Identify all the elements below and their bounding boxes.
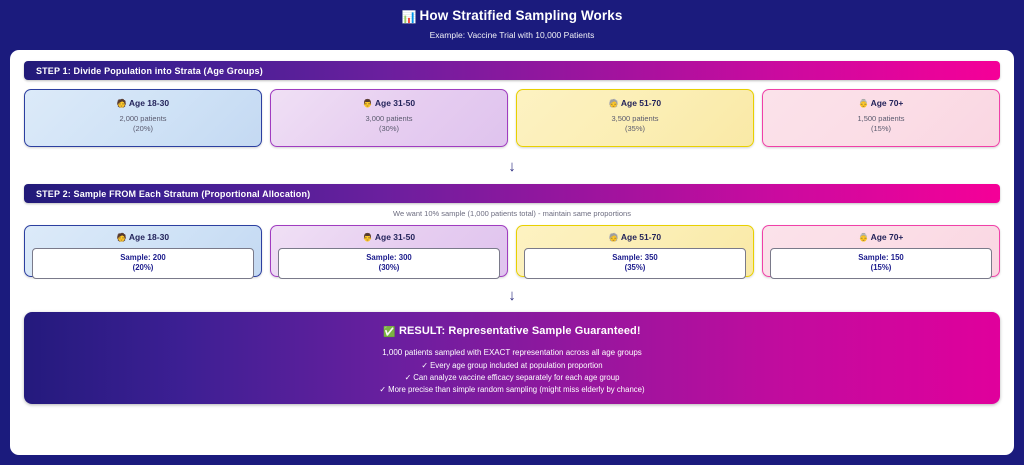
sample-label: Age 18-30: [128, 232, 170, 242]
stratum-percent: (20%): [132, 124, 153, 133]
step2-note: We want 10% sample (1,000 patients total…: [393, 209, 631, 218]
stratum-count: 3,000 patients: [365, 114, 413, 123]
bar-chart-icon: 📊: [401, 10, 417, 24]
sample-count: Sample: 350: [612, 253, 658, 262]
arrow-down-icon: ↓: [508, 287, 516, 304]
flow-arrow-1-wrap: ↓: [24, 159, 1000, 174]
stratum-title: 🧑Age 18-30: [31, 98, 255, 109]
stratum-card-70-plus: 👵Age 70+ 1,500 patients (15%): [762, 89, 1000, 147]
sample-value-box: Sample: 300 (30%): [278, 248, 500, 279]
sample-title: 🧓Age 51-70: [524, 232, 746, 243]
sample-label: Age 31-50: [374, 232, 416, 242]
step2-banner: STEP 2: Sample FROM Each Stratum (Propor…: [24, 184, 1000, 203]
step1-banner-label: STEP 1: Divide Population into Strata (A…: [36, 65, 263, 76]
page-title-text: How Stratified Sampling Works: [419, 8, 623, 23]
arrow-down-icon: ↓: [508, 158, 516, 175]
stratum-card-31-50: 👨Age 31-50 3,000 patients (30%): [270, 89, 508, 147]
stratum-label: Age 51-70: [620, 98, 662, 108]
stratum-count: 3,500 patients: [611, 114, 659, 123]
step1-banner: STEP 1: Divide Population into Strata (A…: [24, 61, 1000, 80]
result-bullet-3: ✓ More precise than simple random sampli…: [379, 385, 645, 394]
sample-card-31-50: 👨Age 31-50 Sample: 300 (30%): [270, 225, 508, 279]
stratum-percent: (30%): [378, 124, 399, 133]
stratum-label: Age 70+: [870, 98, 904, 108]
stratum-count: 2,000 patients: [119, 114, 167, 123]
person-icon: 🧓: [608, 233, 619, 242]
sample-value-box: Sample: 350 (35%): [524, 248, 746, 279]
sample-count: Sample: 150: [858, 253, 904, 262]
stratum-card-51-70: 🧓Age 51-70 3,500 patients (35%): [516, 89, 754, 147]
stratum-percent: (35%): [624, 124, 645, 133]
sample-card-18-30: 🧑Age 18-30 Sample: 200 (20%): [24, 225, 262, 279]
page-title: 📊How Stratified Sampling Works: [0, 7, 1024, 26]
step1-strata-row: 🧑Age 18-30 2,000 patients (20%) 👨Age 31-…: [24, 89, 1000, 147]
stratum-title: 👨Age 31-50: [277, 98, 501, 109]
sample-title: 👵Age 70+: [770, 232, 992, 243]
sample-count: Sample: 200: [120, 253, 166, 262]
stratum-card-18-30: 🧑Age 18-30 2,000 patients (20%): [24, 89, 262, 147]
stratum-count: 1,500 patients: [857, 114, 905, 123]
step2-strata-row: 🧑Age 18-30 Sample: 200 (20%) 👨Age 31-50 …: [24, 225, 1000, 279]
result-title: ✅RESULT: Representative Sample Guarantee…: [24, 324, 1000, 340]
sample-value-box: Sample: 150 (15%): [770, 248, 992, 279]
sample-percent: (20%): [132, 263, 154, 272]
check-mark-box-icon: ✅: [383, 327, 396, 338]
sample-label: Age 51-70: [620, 232, 662, 242]
content-card: STEP 1: Divide Population into Strata (A…: [10, 50, 1014, 455]
sample-card-51-70: 🧓Age 51-70 Sample: 350 (35%): [516, 225, 754, 279]
sample-count: Sample: 300: [366, 253, 412, 262]
header: 📊How Stratified Sampling Works Example: …: [0, 0, 1024, 41]
stratum-title: 🧓Age 51-70: [523, 98, 747, 109]
sample-percent: (30%): [378, 263, 400, 272]
page-subtitle: Example: Vaccine Trial with 10,000 Patie…: [429, 30, 595, 40]
sample-percent: (35%): [624, 263, 646, 272]
stratum-label: Age 31-50: [374, 98, 416, 108]
sample-title: 👨Age 31-50: [278, 232, 500, 243]
sample-label: Age 70+: [870, 232, 904, 242]
person-icon: 👨: [362, 233, 373, 242]
sample-card-70-plus: 👵Age 70+ Sample: 150 (15%): [762, 225, 1000, 279]
person-icon: 👵: [858, 99, 869, 108]
flow-arrow-2-wrap: ↓: [24, 288, 1000, 303]
step2-banner-label: STEP 2: Sample FROM Each Stratum (Propor…: [36, 188, 311, 199]
stratum-percent: (15%): [870, 124, 891, 133]
person-icon: 🧑: [116, 99, 127, 108]
result-bullet-1: ✓ Every age group included at population…: [421, 361, 603, 370]
result-banner: ✅RESULT: Representative Sample Guarantee…: [24, 312, 1000, 404]
person-icon: 🧓: [608, 99, 619, 108]
result-bullet-2: ✓ Can analyze vaccine efficacy separatel…: [404, 373, 620, 382]
person-icon: 👨: [362, 99, 373, 108]
person-icon: 🧑: [116, 233, 127, 242]
sample-value-box: Sample: 200 (20%): [32, 248, 254, 279]
stratum-title: 👵Age 70+: [769, 98, 993, 109]
sample-title: 🧑Age 18-30: [32, 232, 254, 243]
result-title-text: RESULT: Representative Sample Guaranteed…: [398, 325, 641, 337]
person-icon: 👵: [858, 233, 869, 242]
stratum-label: Age 18-30: [128, 98, 170, 108]
result-subtitle: 1,000 patients sampled with EXACT repres…: [382, 348, 642, 357]
sample-percent: (15%): [870, 263, 892, 272]
